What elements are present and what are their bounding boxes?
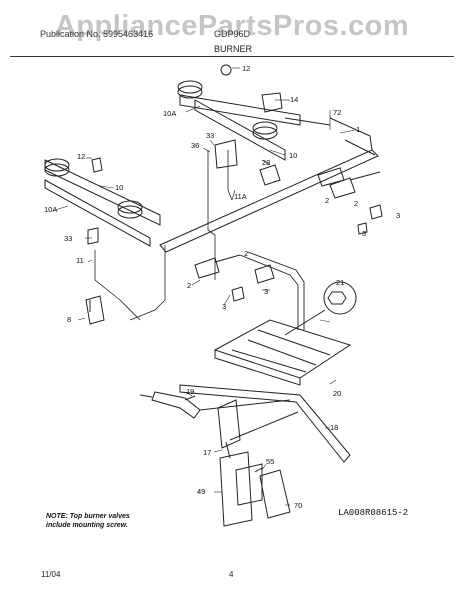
callout-14: 14 xyxy=(290,95,298,104)
oven-igniter xyxy=(139,391,201,419)
callout-33-top: 33 xyxy=(206,131,214,140)
callout-19: 19 xyxy=(186,387,194,396)
burner-assembly-upper-right xyxy=(177,64,331,161)
callout-10-left: 10 xyxy=(115,183,123,192)
callout-3-right-a: 3 xyxy=(396,211,400,220)
oven-burner-tube xyxy=(179,384,351,463)
header-divider xyxy=(10,56,454,57)
callout-49: 49 xyxy=(197,487,205,496)
note-line-2: include mounting screw. xyxy=(46,522,128,529)
mounting-bracket xyxy=(214,139,238,169)
callout-10a-left: 10A xyxy=(44,205,57,214)
callout-20: 20 xyxy=(333,389,341,398)
callout-3-mid: 3 xyxy=(264,287,268,296)
callout-21: 21 xyxy=(336,278,344,287)
callout-28: 28 xyxy=(262,158,270,167)
note-line-1: NOTE: Top burner valves xyxy=(46,513,130,520)
igniter-wires xyxy=(94,150,233,321)
pressure-regulator xyxy=(254,467,291,519)
callout-33-left: 33 xyxy=(64,234,72,243)
leader-lines xyxy=(54,67,356,506)
callout-12-top: 12 xyxy=(242,64,250,73)
diagram-reference: LA008R08615-2 xyxy=(338,508,409,518)
callout-3-right-b: 3 xyxy=(362,229,366,238)
burner-assembly-left xyxy=(44,157,161,247)
detail-circle xyxy=(284,281,357,336)
callout-72: 72 xyxy=(333,108,341,117)
callout-2-mid: 2 xyxy=(244,249,248,258)
callout-2-far-right: 2 xyxy=(354,199,358,208)
callout-17: 17 xyxy=(203,448,211,457)
callout-11: 11 xyxy=(76,256,84,265)
model-number: GDP96D xyxy=(214,29,251,39)
gas-supply-pipe xyxy=(239,251,305,330)
callout-10a-top: 10A xyxy=(163,109,176,118)
oven-valve-bracket xyxy=(219,451,263,527)
gas-manifold xyxy=(159,117,379,253)
callout-12-left: 12 xyxy=(77,152,85,161)
footer-page-number: 4 xyxy=(229,570,234,579)
callout-11a: 11A xyxy=(234,192,247,201)
burner-valves xyxy=(194,164,381,284)
callout-10-top: 10 xyxy=(289,151,297,160)
oven-orifice-holder xyxy=(217,399,241,459)
spark-module xyxy=(85,295,105,325)
callout-18: 18 xyxy=(330,423,338,432)
callout-3-low: 3 xyxy=(222,302,226,311)
valve-knobs xyxy=(231,204,383,302)
note-text: NOTE: Top burner valves include mounting… xyxy=(46,512,130,530)
footer-date: 11/04 xyxy=(41,570,61,579)
section-title: BURNER xyxy=(214,44,253,54)
callout-2-right: 2 xyxy=(325,196,329,205)
callout-1: 1 xyxy=(356,125,360,134)
callout-55: 55 xyxy=(266,457,274,466)
heat-shield xyxy=(213,319,352,386)
callout-8: 8 xyxy=(67,315,71,324)
callout-36: 36 xyxy=(191,141,199,150)
publication-number: Publication No. 5995463416 xyxy=(40,29,154,39)
watermark-text: AppliancePartsPros.com xyxy=(54,10,410,42)
callout-2-left: 2 xyxy=(187,281,191,290)
callout-70: 70 xyxy=(294,501,302,510)
